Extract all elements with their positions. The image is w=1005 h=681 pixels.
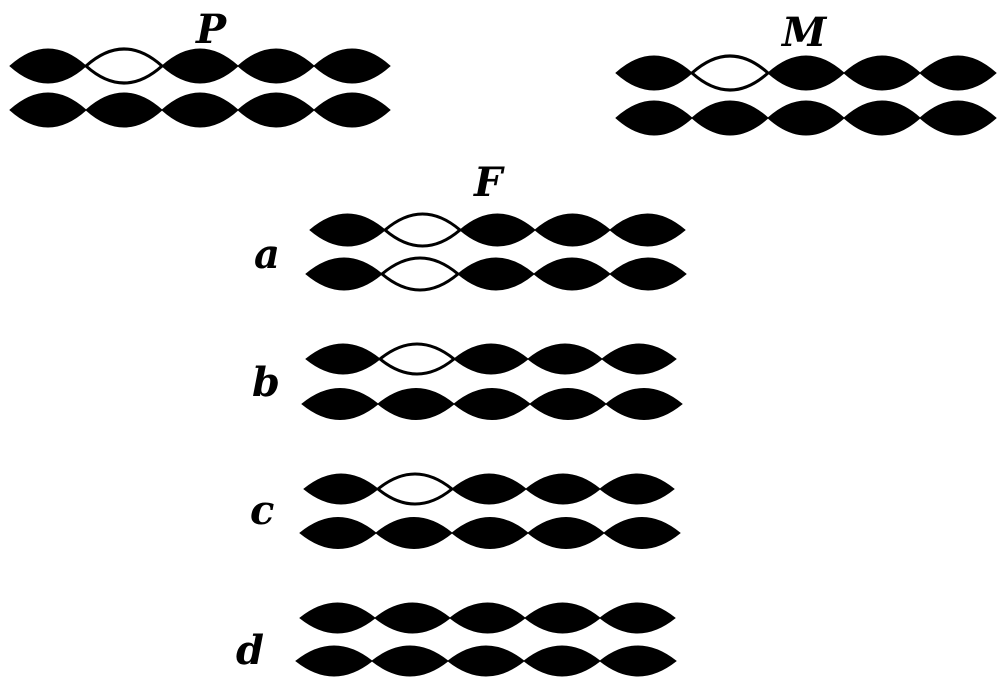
subgroup-d: d bbox=[236, 602, 677, 677]
band-row-d-1-segment-4-filled bbox=[524, 602, 601, 634]
band-row-d-1-segment-2-filled bbox=[374, 602, 451, 634]
band-row-m-1-segment-1-filled bbox=[615, 55, 693, 91]
subgroup-label-d: d bbox=[236, 627, 264, 674]
band-row-c-2 bbox=[299, 517, 681, 549]
band-row-c-2-segment-3-filled bbox=[451, 517, 529, 549]
group-m: M bbox=[615, 9, 997, 136]
subgroup-label-b: b bbox=[252, 359, 280, 406]
band-row-a-1-segment-3-filled bbox=[459, 213, 536, 247]
band-row-p-2-segment-4-filled bbox=[237, 92, 315, 128]
group-p: P bbox=[9, 6, 391, 128]
band-row-p-2-segment-1-filled bbox=[9, 92, 87, 128]
band-row-c-2-segment-4-filled bbox=[527, 517, 605, 549]
band-row-m-1-segment-5-filled bbox=[919, 55, 997, 91]
band-row-a-2-segment-1-filled bbox=[305, 257, 383, 291]
band-row-b-2 bbox=[301, 388, 683, 420]
band-row-p-1-segment-1-filled bbox=[9, 48, 87, 84]
band-row-p-2-segment-3-filled bbox=[161, 92, 239, 128]
band-row-p-1-segment-4-filled bbox=[237, 48, 315, 84]
band-row-c-2-segment-2-filled bbox=[375, 517, 453, 549]
band-row-p-2 bbox=[9, 92, 391, 128]
band-row-p-2-segment-5-filled bbox=[313, 92, 391, 128]
band-row-m-1-segment-2-open bbox=[689, 54, 771, 92]
band-row-b-1-segment-1-filled bbox=[305, 343, 381, 375]
group-label-p: P bbox=[195, 6, 228, 53]
group-f: F a b c d bbox=[236, 159, 687, 677]
band-row-b-1-segment-3-filled bbox=[453, 343, 529, 375]
band-row-b-1-segment-4-filled bbox=[527, 343, 603, 375]
band-row-a-2 bbox=[305, 256, 687, 292]
subgroup-label-c: c bbox=[250, 487, 274, 534]
band-row-d-1 bbox=[299, 602, 676, 634]
band-row-d-2-segment-3-filled bbox=[447, 645, 525, 677]
band-row-m-2-segment-5-filled bbox=[919, 100, 997, 136]
band-row-b-2-segment-1-filled bbox=[301, 388, 379, 420]
subgroup-c: c bbox=[250, 472, 681, 549]
band-row-a-2-segment-5-filled bbox=[609, 257, 687, 291]
band-row-c-1-segment-2-open bbox=[375, 472, 455, 506]
subgroup-a: a bbox=[254, 212, 687, 292]
band-row-b-1-segment-5-filled bbox=[601, 343, 677, 375]
band-row-a-2-segment-4-filled bbox=[533, 257, 611, 291]
band-row-c-1-segment-4-filled bbox=[525, 473, 601, 505]
band-row-d-1-segment-3-filled bbox=[449, 602, 526, 634]
band-row-d-2-segment-4-filled bbox=[523, 645, 601, 677]
group-label-m: M bbox=[780, 9, 828, 56]
band-row-b-1-segment-2-open bbox=[377, 342, 457, 376]
band-row-c-2-segment-1-filled bbox=[299, 517, 377, 549]
band-row-c-1 bbox=[303, 472, 675, 506]
band-row-d-2-segment-1-filled bbox=[295, 645, 373, 677]
band-row-m-2-segment-1-filled bbox=[615, 100, 693, 136]
band-row-a-1-segment-5-filled bbox=[609, 213, 686, 247]
band-row-b-2-segment-3-filled bbox=[453, 388, 531, 420]
band-row-d-1-segment-5-filled bbox=[599, 602, 676, 634]
band-row-p-1-segment-5-filled bbox=[313, 48, 391, 84]
band-row-a-1 bbox=[309, 212, 686, 248]
band-row-c-1-segment-5-filled bbox=[599, 473, 675, 505]
band-row-a-1-segment-4-filled bbox=[534, 213, 611, 247]
band-row-a-2-segment-2-open bbox=[379, 256, 461, 292]
band-row-m-1-segment-3-filled bbox=[767, 55, 845, 91]
band-row-p-2-segment-2-filled bbox=[85, 92, 163, 128]
band-row-m-2-segment-3-filled bbox=[767, 100, 845, 136]
subgroup-label-a: a bbox=[254, 231, 280, 278]
band-row-m-2 bbox=[615, 100, 997, 136]
band-row-p-1-segment-3-filled bbox=[161, 48, 239, 84]
band-row-b-2-segment-5-filled bbox=[605, 388, 683, 420]
band-row-m-2-segment-4-filled bbox=[843, 100, 921, 136]
band-row-a-1-segment-2-open bbox=[382, 212, 463, 248]
group-label-f: F bbox=[473, 159, 505, 206]
band-row-a-2-segment-3-filled bbox=[457, 257, 535, 291]
band-row-a-1-segment-1-filled bbox=[309, 213, 386, 247]
band-row-b-2-segment-4-filled bbox=[529, 388, 607, 420]
band-row-m-2-segment-2-filled bbox=[691, 100, 769, 136]
band-row-c-2-segment-5-filled bbox=[603, 517, 681, 549]
band-row-c-1-segment-1-filled bbox=[303, 473, 379, 505]
band-row-d-2 bbox=[295, 645, 677, 677]
band-row-m-1-segment-4-filled bbox=[843, 55, 921, 91]
band-row-d-2-segment-2-filled bbox=[371, 645, 449, 677]
band-row-d-1-segment-1-filled bbox=[299, 602, 376, 634]
band-row-p-1-segment-2-open bbox=[83, 47, 165, 85]
band-row-c-1-segment-3-filled bbox=[451, 473, 527, 505]
band-row-d-2-segment-5-filled bbox=[599, 645, 677, 677]
band-row-p-1 bbox=[9, 47, 391, 85]
subgroup-b: b bbox=[252, 342, 683, 420]
band-row-b-1 bbox=[305, 342, 677, 376]
band-row-m-1 bbox=[615, 54, 997, 92]
band-row-b-2-segment-2-filled bbox=[377, 388, 455, 420]
